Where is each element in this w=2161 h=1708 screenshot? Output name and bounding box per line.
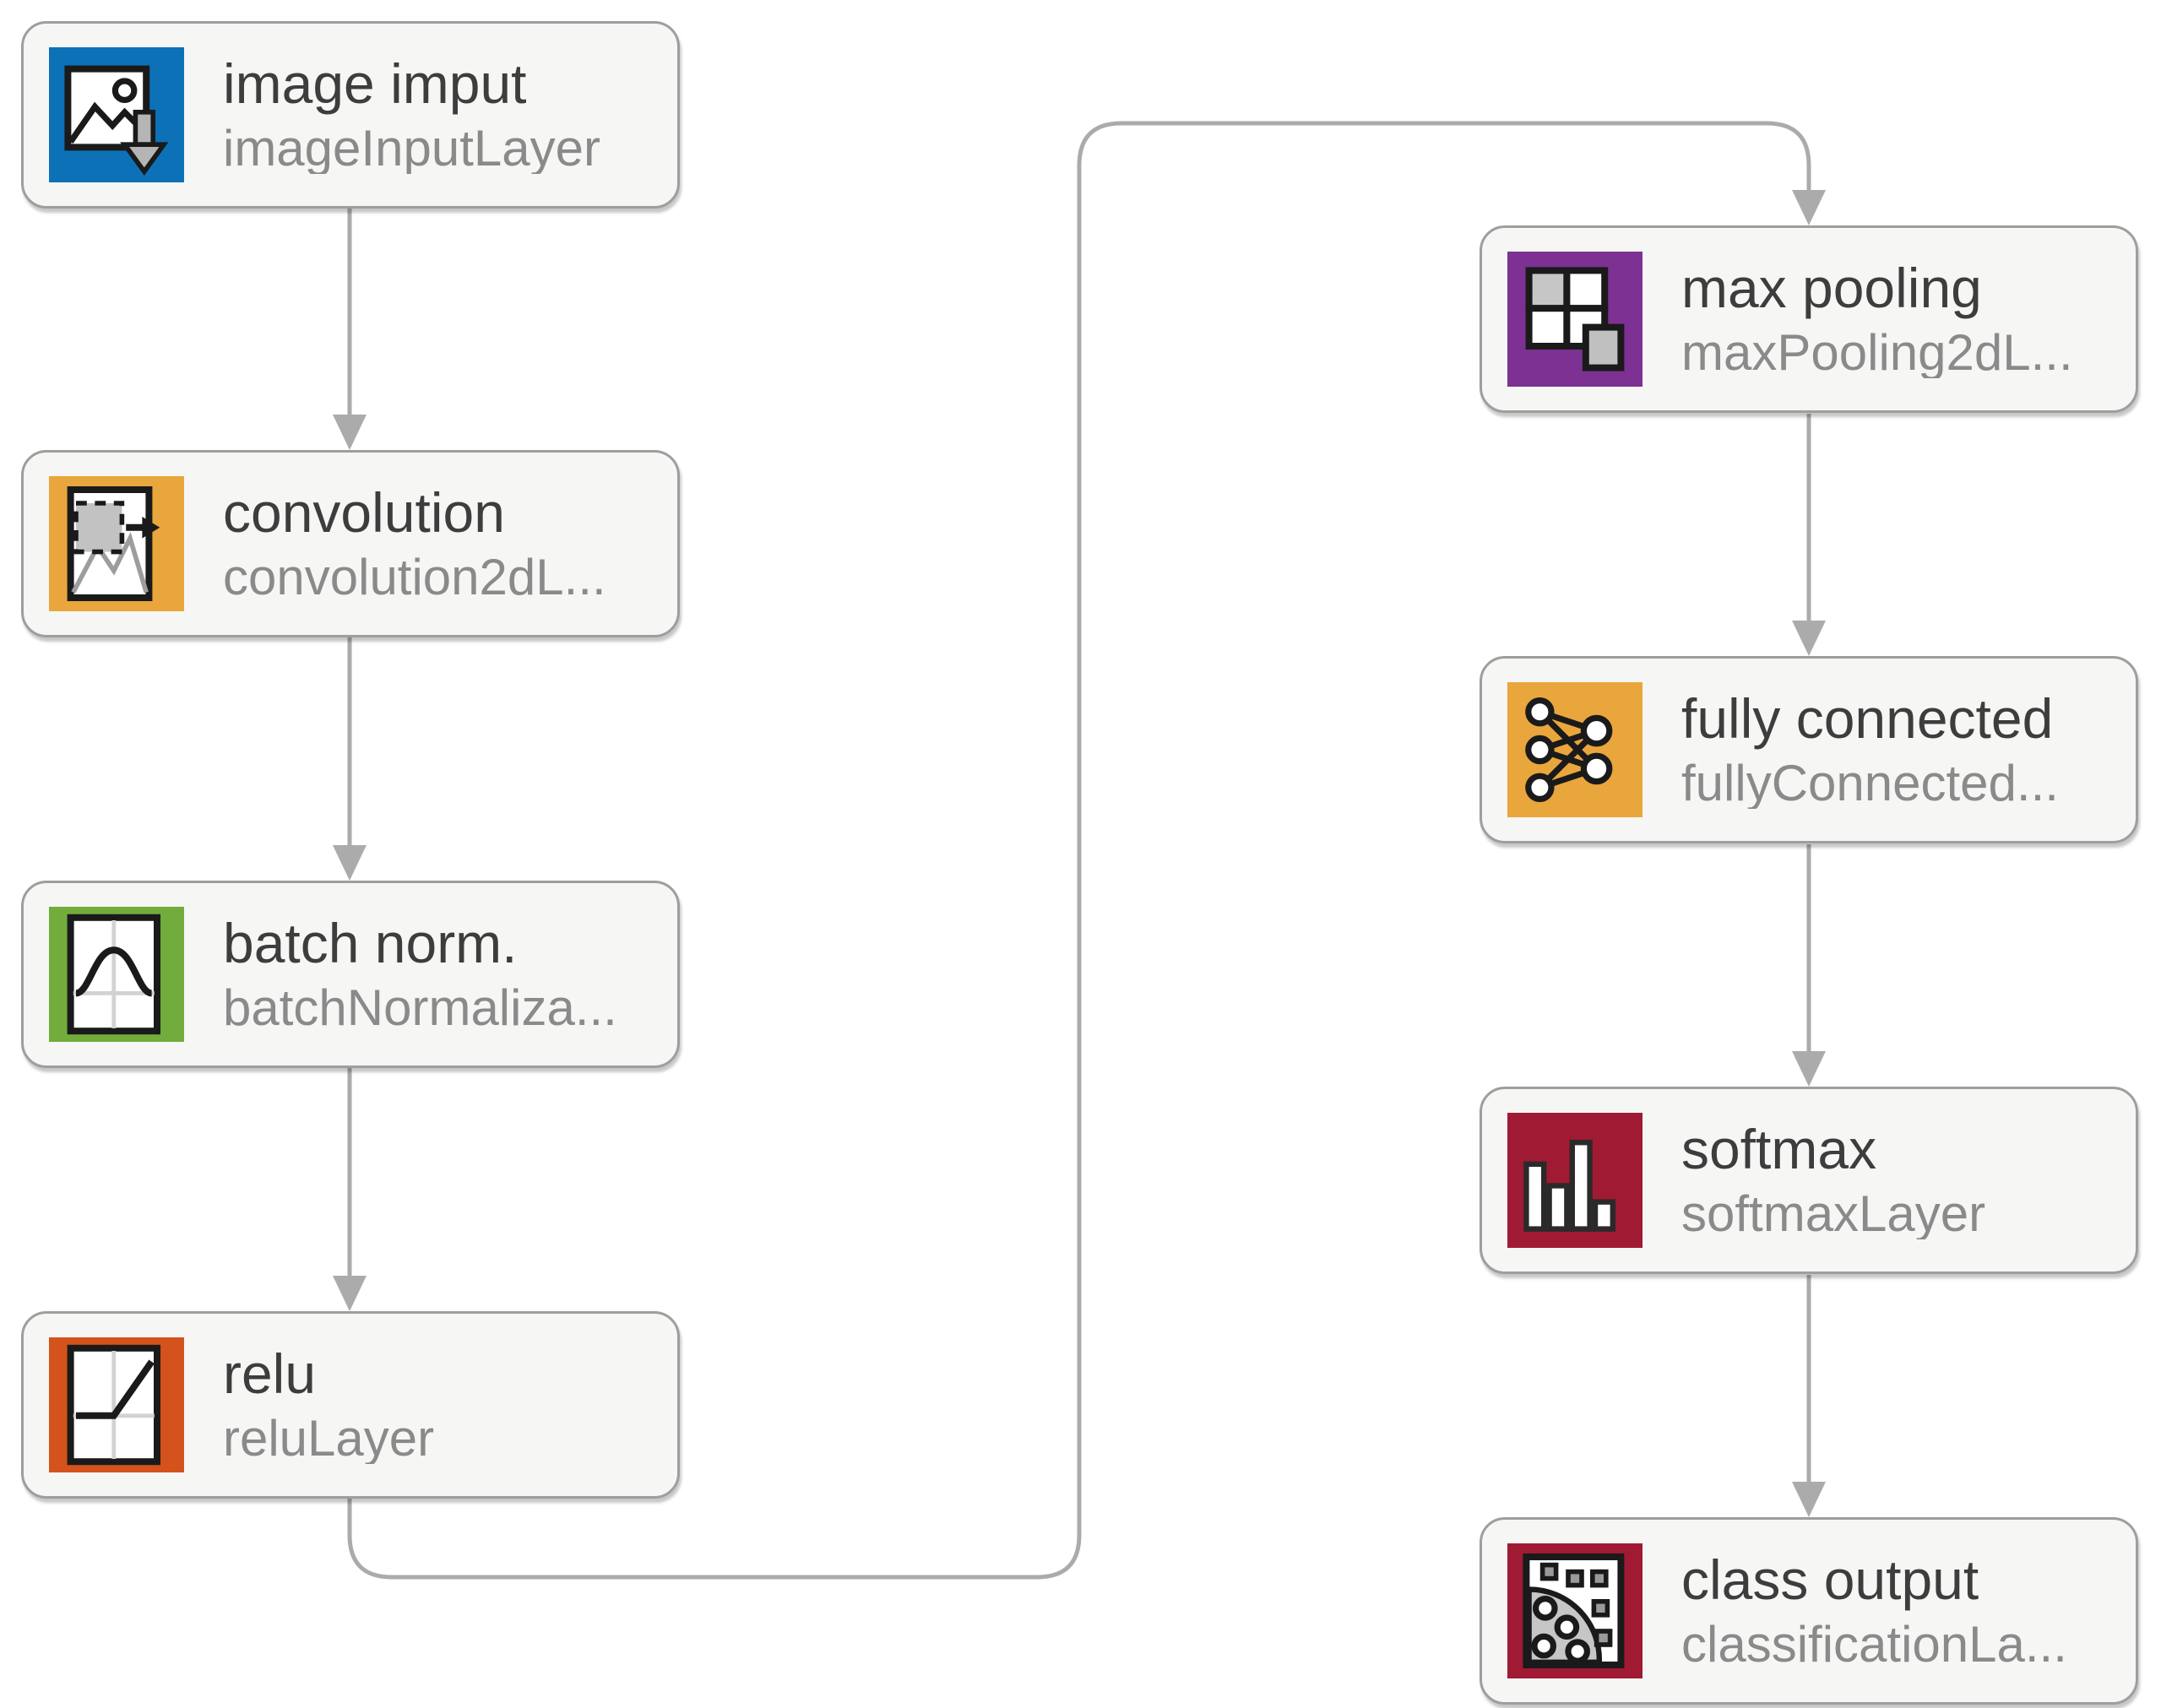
layer-title: class output: [1681, 1552, 1979, 1611]
arrowhead-icon: [1792, 190, 1826, 225]
layer-node-image-input[interactable]: image imput imageInputLayer: [21, 21, 680, 209]
arrowhead-icon: [333, 1276, 367, 1311]
layer-title: softmax: [1681, 1121, 1877, 1180]
layer-subtitle: imageInputLayer: [223, 120, 600, 174]
fully-connected-icon: [1507, 682, 1642, 817]
layer-subtitle: fullyConnected...: [1681, 755, 2059, 809]
connector-image-input-to-convolution: [333, 209, 367, 450]
layer-title: convolution: [223, 485, 505, 544]
connector-softmax-to-class-output: [1792, 1275, 1826, 1517]
layer-subtitle: batchNormaliza...: [223, 979, 617, 1033]
connector-relu-to-max-pooling: [347, 121, 1826, 1580]
arrowhead-icon: [1792, 1482, 1826, 1517]
layer-node-fully-connected[interactable]: fully connected fullyConnected...: [1480, 656, 2138, 843]
arrowhead-icon: [333, 845, 367, 881]
connector-convolution-to-batch-norm: [333, 637, 367, 881]
layer-title: batch norm.: [223, 915, 518, 974]
convolution-icon: [49, 476, 184, 611]
connector-batch-norm-to-relu: [333, 1068, 367, 1311]
connector-max-pooling-to-fully-connected: [1792, 414, 1826, 656]
layer-subtitle: classificationLa...: [1681, 1616, 2067, 1670]
arrowhead-icon: [1792, 1051, 1826, 1087]
arrowhead-icon: [1792, 621, 1826, 656]
layer-node-convolution[interactable]: convolution convolution2dL...: [21, 450, 680, 637]
arrowhead-icon: [333, 415, 367, 450]
layer-node-relu[interactable]: relu reluLayer: [21, 1311, 680, 1499]
layer-title: fully connected: [1681, 691, 2054, 750]
layer-subtitle: softmaxLayer: [1681, 1185, 1986, 1239]
connector-fully-connected-to-softmax: [1792, 844, 1826, 1087]
layer-subtitle: reluLayer: [223, 1410, 435, 1464]
layer-title: image imput: [223, 56, 527, 115]
layer-title: relu: [223, 1346, 317, 1405]
class-output-icon: [1507, 1543, 1642, 1678]
softmax-icon: [1507, 1113, 1642, 1248]
layer-node-class-output[interactable]: class output classificationLa...: [1480, 1517, 2138, 1705]
layer-subtitle: convolution2dL...: [223, 549, 606, 603]
layer-node-max-pooling[interactable]: max pooling maxPooling2dL...: [1480, 225, 2138, 413]
layer-subtitle: maxPooling2dL...: [1681, 324, 2073, 378]
image-input-icon: [49, 47, 184, 182]
batch-norm-icon: [49, 907, 184, 1042]
layer-title: max pooling: [1681, 260, 1982, 319]
relu-icon: [49, 1337, 184, 1472]
layer-node-batch-norm[interactable]: batch norm. batchNormaliza...: [21, 881, 680, 1068]
max-pooling-icon: [1507, 252, 1642, 387]
layer-node-softmax[interactable]: softmax softmaxLayer: [1480, 1087, 2138, 1274]
